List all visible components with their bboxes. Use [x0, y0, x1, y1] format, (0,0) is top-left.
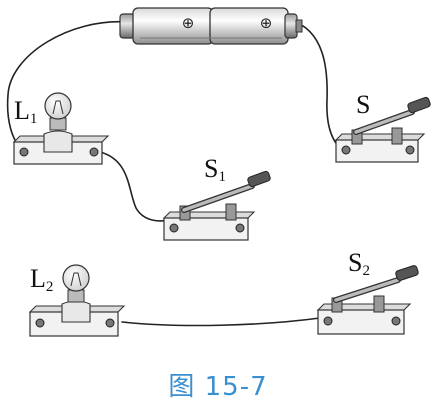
wire-l1-to-s1 [99, 151, 171, 222]
wire-battery-to-s [289, 19, 341, 149]
wire-battery-to-l1 [6, 20, 129, 151]
switch-s [334, 96, 431, 163]
lamp-l1 [12, 92, 110, 165]
lamp-l2 [28, 264, 126, 337]
wires [6, 19, 341, 327]
label-s2: S2 [348, 248, 370, 279]
switch-s2 [316, 265, 419, 335]
battery: ⊕ ⊕ [119, 7, 303, 45]
label-s1: S1 [204, 154, 226, 185]
battery-plus-mark-1: ⊕ [182, 14, 195, 32]
battery-plus-mark-2: ⊕ [260, 14, 273, 32]
figure-caption: 图 15-7 [168, 372, 268, 402]
label-l2: L2 [30, 264, 54, 295]
label-s: S [356, 90, 371, 119]
switch-s1 [162, 170, 271, 241]
wire-l2-to-s2 [121, 317, 321, 327]
label-l1: L1 [14, 96, 38, 127]
